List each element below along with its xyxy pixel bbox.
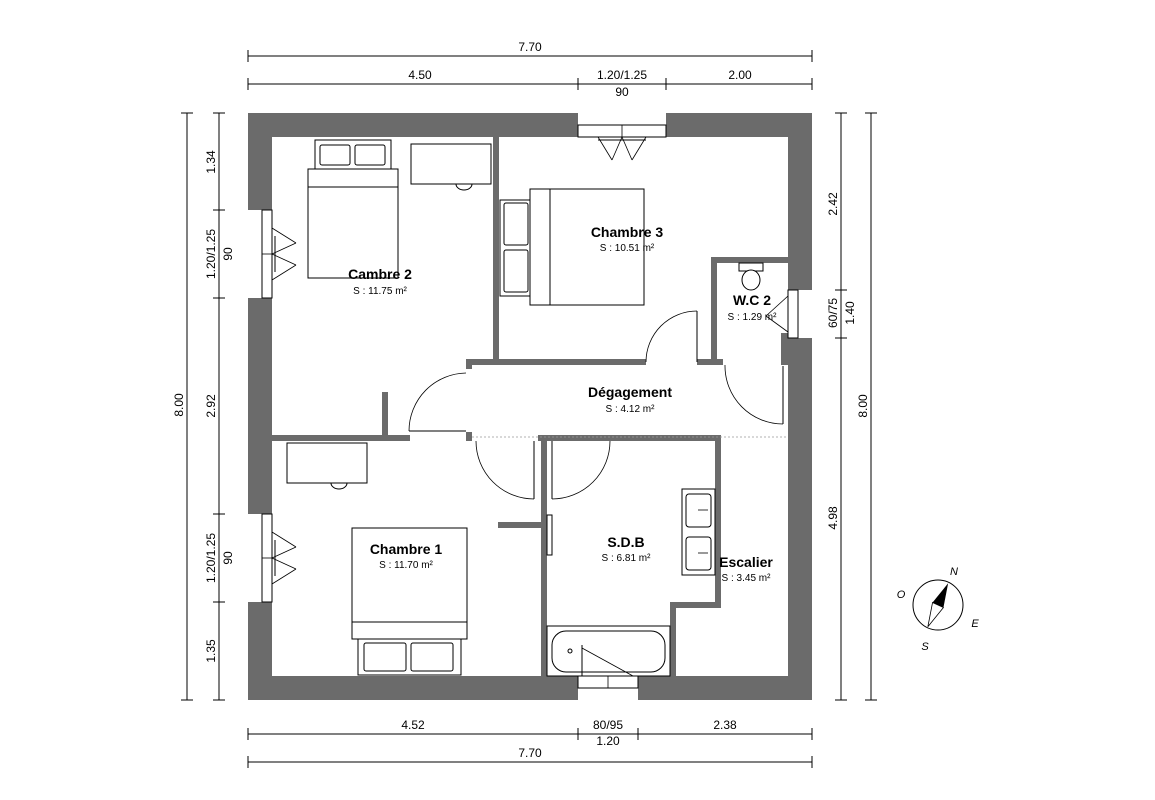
window-right-wc [765, 289, 799, 339]
dim-bottom-mid: 80/95 [593, 718, 623, 732]
towel-rail-sdb [546, 514, 553, 556]
dim-top-left: 4.50 [408, 68, 432, 82]
window-left-1 [261, 209, 297, 299]
room-chambre1-name: Chambre 1 [370, 541, 443, 557]
bathtub-sdb [546, 625, 671, 677]
room-escalier-name: Escalier [719, 554, 773, 570]
dim-top-mid-sub: 90 [615, 85, 629, 99]
room-wc2-name: W.C 2 [733, 292, 771, 308]
bed-chambre1 [351, 527, 468, 676]
doors [408, 310, 788, 500]
dim-top-total: 7.70 [518, 40, 542, 54]
compass-s: S [921, 641, 929, 653]
dim-left-win2: 1.20/1.25 [204, 533, 218, 583]
dim-left-mid: 2.92 [204, 394, 218, 418]
dim-bottom-mid-sub: 1.20 [596, 734, 620, 748]
dim-left-win1-sub: 90 [221, 247, 235, 261]
dim-left-total: 8.00 [172, 393, 186, 417]
furniture [286, 139, 764, 677]
interior-walls [272, 137, 788, 676]
room-wc2-area: S : 1.29 m² [728, 312, 778, 323]
sink-sdb [681, 488, 716, 576]
compass: N E S O [897, 566, 980, 653]
room-degagement-area: S : 4.12 m² [606, 404, 656, 415]
dim-left-win1: 1.20/1.25 [204, 229, 218, 279]
room-degagement-name: Dégagement [588, 384, 672, 400]
room-cambre2-area: S : 11.75 m² [353, 286, 407, 297]
window-left-2 [261, 513, 297, 603]
dim-top-right: 2.00 [728, 68, 752, 82]
room-sdb-name: S.D.B [607, 534, 644, 550]
compass-e: E [971, 618, 979, 630]
dim-left-bottom: 1.35 [204, 639, 218, 663]
dimension-left: 8.00 1.34 1.20/1.25 90 2.92 1.20/1.25 90… [172, 112, 235, 701]
room-chambre3-area: S : 10.51 m² [600, 243, 655, 254]
dimension-top: 7.70 4.50 1.20/1.25 90 2.00 [247, 40, 813, 99]
room-labels: Cambre 2 S : 11.75 m² Chambre 3 S : 10.5… [348, 224, 777, 584]
dim-right-top: 2.42 [826, 192, 840, 216]
room-cambre2-name: Cambre 2 [348, 266, 412, 282]
dim-left-top: 1.34 [204, 150, 218, 174]
dim-bottom-total: 7.70 [518, 746, 542, 760]
bed-chambre3 [499, 188, 645, 306]
desk-chambre1 [286, 442, 368, 490]
desk-cambre2 [410, 143, 492, 191]
dim-left-win2-sub: 90 [221, 551, 235, 565]
compass-n: N [950, 566, 958, 578]
dim-bottom-right: 2.38 [713, 718, 737, 732]
dim-right-win: 60/75 [826, 298, 840, 328]
dim-right-win-sub: 1.40 [843, 301, 857, 325]
dim-right-total: 8.00 [856, 394, 870, 418]
room-chambre3-name: Chambre 3 [591, 224, 664, 240]
dim-top-mid: 1.20/1.25 [597, 68, 647, 82]
room-chambre1-area: S : 11.70 m² [379, 560, 433, 571]
window-top [577, 124, 667, 161]
compass-o: O [897, 589, 906, 601]
dimension-right: 2.42 60/75 1.40 4.98 8.00 [826, 112, 877, 701]
dimension-bottom: 4.52 80/95 1.20 2.38 7.70 [247, 718, 813, 768]
windows [261, 124, 799, 689]
dim-right-bottom: 4.98 [826, 506, 840, 530]
outer-walls [248, 113, 812, 700]
bed-cambre2 [307, 139, 399, 279]
room-sdb-area: S : 6.81 m² [602, 553, 652, 564]
compass-needle-icon [927, 583, 949, 628]
room-escalier-area: S : 3.45 m² [722, 573, 772, 584]
dim-bottom-left: 4.52 [401, 718, 425, 732]
toilet-wc2 [738, 262, 764, 291]
